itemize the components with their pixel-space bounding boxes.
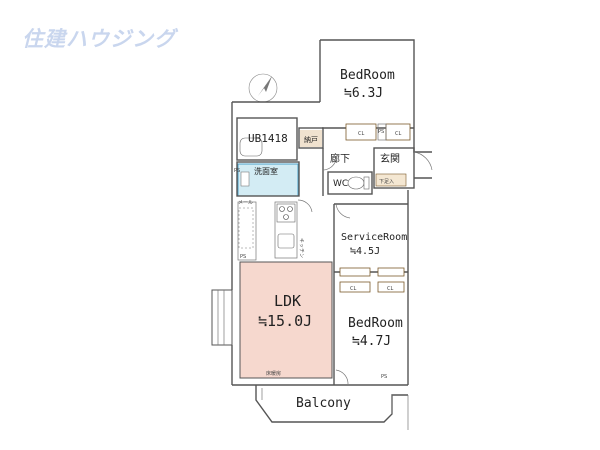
bedroom-bottom-name: BedRoom: [348, 316, 403, 331]
bathtub-icon: [239, 137, 263, 157]
middle-closets: CL CL: [339, 267, 405, 293]
mail-label: メール: [238, 200, 253, 206]
ldk-window: [211, 289, 233, 346]
shoe-cabinet: 下足入: [375, 173, 407, 187]
bedroom-top-name: BedRoom: [340, 68, 395, 83]
entrance-label: 玄関: [380, 152, 400, 165]
ps-label: PS: [378, 129, 384, 135]
ldk-name: LDK: [274, 292, 301, 310]
ldk-size: ≒15.0J: [258, 312, 312, 330]
closet-label: CL: [350, 286, 356, 292]
closet-label: CL: [395, 131, 401, 137]
exterior-walls: [231, 39, 432, 430]
watermark-logo: 住建ハウジング: [22, 27, 179, 51]
ps-label: PS: [234, 168, 240, 174]
compass-north-icon: [248, 73, 278, 103]
hallway-label: 廊下: [330, 152, 350, 165]
stove-icon: [276, 203, 296, 223]
washroom-label: 洗面室: [254, 166, 278, 176]
ldk-area: [239, 261, 333, 379]
toilet-icon: [347, 176, 370, 190]
storage-area: [300, 130, 322, 147]
closet-label: CL: [387, 286, 393, 292]
shoe-box-label: 下足入: [379, 179, 394, 185]
sink-icon: [240, 171, 250, 187]
storage-label: 納戸: [304, 135, 318, 144]
floor-heating-label: 床暖房: [266, 370, 281, 377]
service-room-size: ≒4.5J: [350, 246, 380, 257]
ps-label: PS: [381, 374, 387, 380]
kitchen-note: キッチン: [298, 238, 304, 258]
wc-label: WC: [333, 179, 348, 189]
service-room-name: ServiceRoom: [341, 232, 407, 243]
kitchen-sink-icon: [277, 233, 295, 249]
door-swings: [297, 151, 433, 385]
bedroom-top-closet: CL CL PS: [345, 123, 411, 141]
ps-label: PS: [240, 254, 246, 260]
shelf-rack: [238, 207, 254, 249]
interior-walls: [236, 117, 415, 385]
bedroom-bottom-size: ≒4.7J: [352, 334, 391, 349]
closet-label: CL: [358, 131, 364, 137]
balcony-label: Balcony: [296, 396, 351, 411]
ub-label: UB1418: [248, 132, 288, 145]
bedroom-top-size: ≒6.3J: [344, 86, 383, 101]
